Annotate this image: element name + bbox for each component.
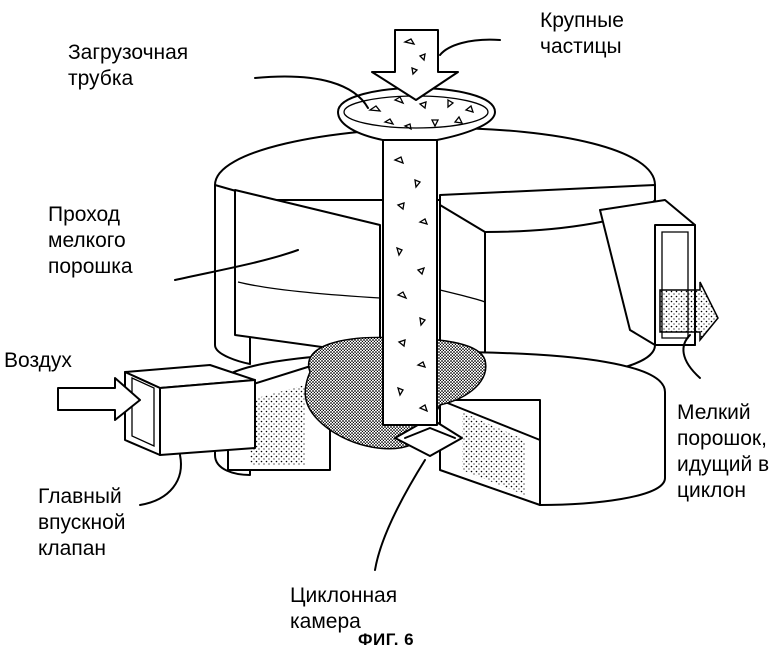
label-main-inlet-valve: Главный впускной клапан: [38, 484, 126, 562]
label-cyclone-chamber: Циклонная камера: [290, 583, 397, 635]
leader-cyclone-chamber: [375, 460, 425, 570]
figure-caption: ФИГ. 6: [358, 630, 414, 650]
label-loading-tube: Загрузочная трубка: [68, 40, 188, 92]
label-fine-powder-to-cyclone: Мелкий порошок, идущий в циклон: [677, 400, 769, 504]
label-fine-powder-passage: Проход мелкого порошка: [48, 202, 133, 280]
leader-large-particles: [440, 40, 500, 55]
air-inlet-pipe: [58, 365, 255, 455]
leader-main-inlet-valve: [140, 455, 181, 505]
label-air: Воздух: [4, 348, 72, 374]
label-large-particles: Крупные частицы: [540, 8, 624, 60]
